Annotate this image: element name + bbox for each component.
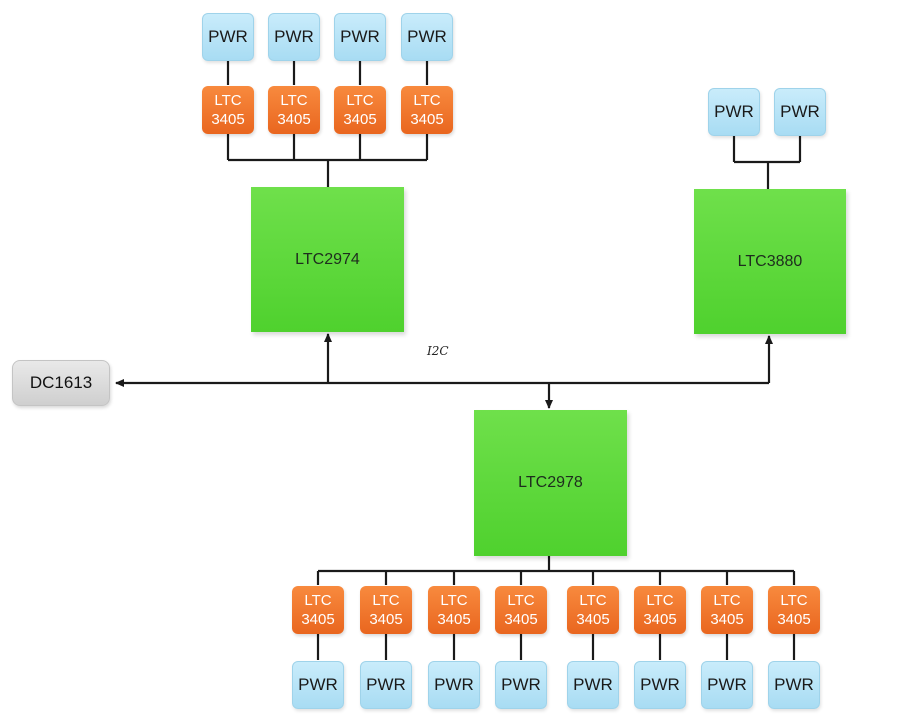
ltc2978-label: LTC2978 [518,474,583,491]
pwr-rail-box: PWR [567,661,619,709]
ltc3405-label-bottom: 3405 [777,611,811,628]
pwr-label: PWR [714,102,754,121]
ltc3405-regulator: LTC 3405 [768,586,820,634]
ltc3405-label-bottom: 3405 [369,611,403,628]
pwr-label: PWR [707,675,747,694]
pwr-label: PWR [640,675,680,694]
ltc3880-label: LTC3880 [737,252,803,270]
ltc3405-label-top: LTC [372,592,400,609]
i2c-bus-label: I2C [427,344,449,358]
ltc3405-label-top: LTC [713,592,741,609]
ltc3405-label-bottom: 3405 [301,611,335,628]
pwr-label: PWR [366,675,406,694]
pwr-rail-box: PWR [360,661,412,709]
pwr-label: PWR [407,27,447,46]
ltc3405-regulator: LTC 3405 [401,86,453,134]
ltc3405-label-bottom: 3405 [710,611,744,628]
ltc3405-label-top: LTC [579,592,607,609]
pwr-rail-box: PWR [774,88,826,136]
pwr-rail-box: PWR [334,13,386,61]
ltc3405-label-bottom: 3405 [343,111,377,128]
dc1613-label: DC1613 [29,373,93,392]
ltc3405-regulator: LTC 3405 [701,586,753,634]
ltc3405-label-top: LTC [280,92,308,109]
ltc3405-regulator: LTC 3405 [495,586,547,634]
ltc3405-regulator: LTC 3405 [634,586,686,634]
ltc3405-regulator: LTC 3405 [567,586,619,634]
ltc3405-regulator: LTC 3405 [360,586,412,634]
ltc3405-label-bottom: 3405 [277,111,311,128]
pwr-rail-box: PWR [401,13,453,61]
ltc3405-label-top: LTC [346,92,374,109]
pwr-label: PWR [501,675,541,694]
pwr-label: PWR [573,675,613,694]
ltc3405-label-bottom: 3405 [211,111,245,128]
pwr-label: PWR [340,27,380,46]
ltc2974-controller: LTC2974 [251,187,404,332]
dc1613-host-box: DC1613 [12,360,110,406]
ltc3405-regulator: LTC 3405 [268,86,320,134]
ltc3405-label-bottom: 3405 [410,111,444,128]
ltc3405-regulator: LTC 3405 [428,586,480,634]
pwr-label: PWR [774,675,814,694]
ltc3405-label-top: LTC [413,92,441,109]
pwr-label: PWR [274,27,314,46]
pwr-rail-box: PWR [268,13,320,61]
ltc3405-label-bottom: 3405 [437,611,471,628]
ltc3405-regulator: LTC 3405 [334,86,386,134]
ltc3405-label-top: LTC [304,592,332,609]
pwr-rail-box: PWR [701,661,753,709]
ltc3405-label-top: LTC [507,592,535,609]
ltc3405-label-top: LTC [214,92,242,109]
ltc3405-label-top: LTC [440,592,468,609]
ltc3405-regulator: LTC 3405 [292,586,344,634]
ltc2978-controller: LTC2978 [474,410,627,556]
pwr-rail-box: PWR [292,661,344,709]
pwr-label: PWR [298,675,338,694]
pwr-rail-box: PWR [495,661,547,709]
ltc3880-controller: LTC3880 [694,189,846,334]
ltc3405-label-top: LTC [780,592,808,609]
pwr-rail-box: PWR [202,13,254,61]
pwr-label: PWR [434,675,474,694]
pwr-rail-box: PWR [428,661,480,709]
pwr-rail-box: PWR [634,661,686,709]
ltc3405-label-bottom: 3405 [504,611,538,628]
ltc3405-regulator: LTC 3405 [202,86,254,134]
ltc3405-label-top: LTC [646,592,674,609]
ltc3405-label-bottom: 3405 [576,611,610,628]
pwr-label: PWR [208,27,248,46]
pwr-rail-box: PWR [708,88,760,136]
pwr-label: PWR [780,102,820,121]
pwr-rail-box: PWR [768,661,820,709]
ltc2974-label: LTC2974 [295,250,360,268]
ltc3405-label-bottom: 3405 [643,611,677,628]
